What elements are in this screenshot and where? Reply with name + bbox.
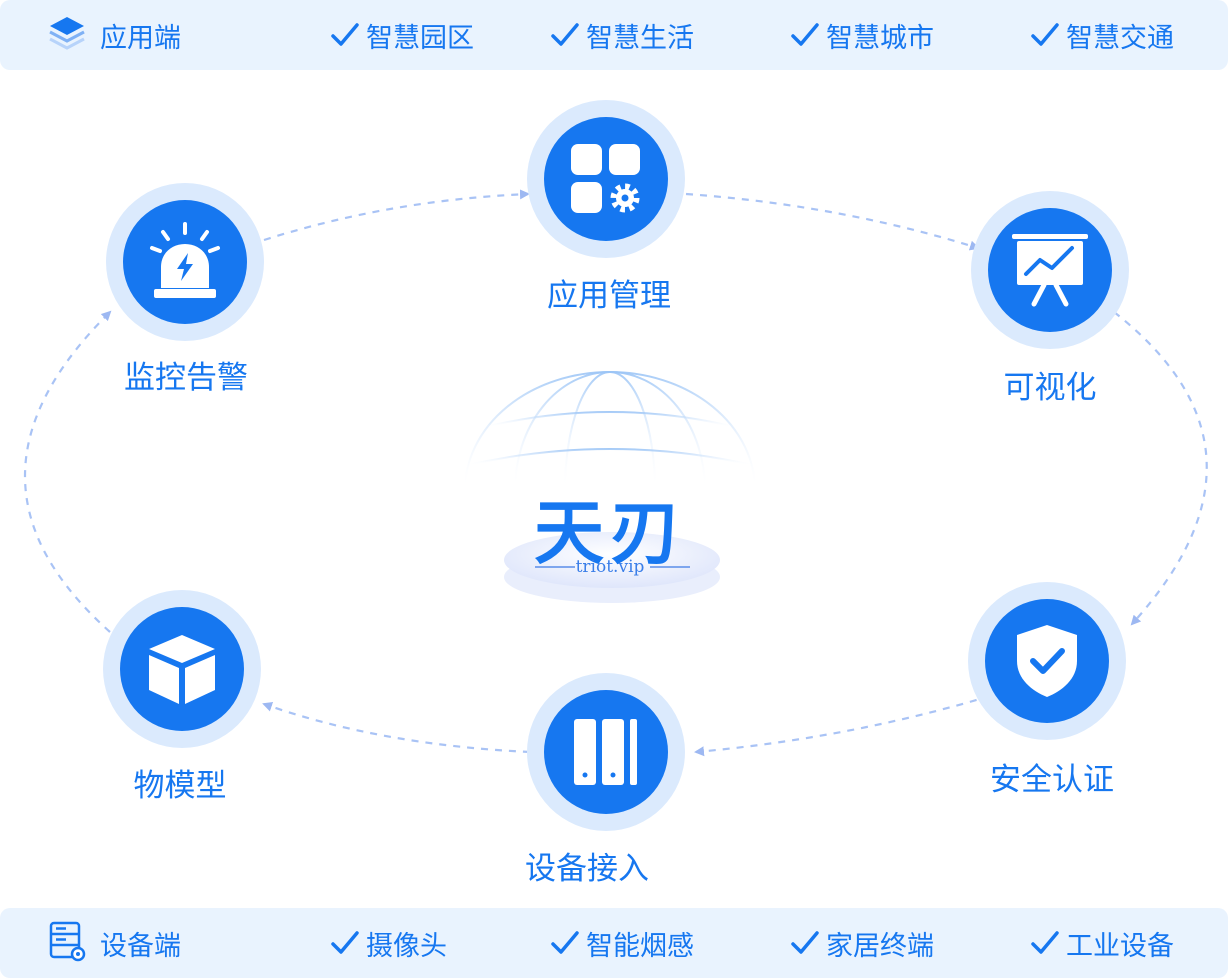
bottom-bar-item-label: 家居终端 <box>826 930 934 962</box>
server-icon <box>48 920 86 966</box>
check-icon <box>791 931 819 954</box>
globe-icon <box>464 371 756 603</box>
logo-text: 天刃 <box>534 491 686 574</box>
node-visualization-label: 可视化 <box>1003 370 1097 406</box>
arrow-visual-to-security <box>1113 311 1208 626</box>
bottom-bar-item-home-terminal: 家居终端 <box>790 908 934 978</box>
arrow-alarm-to-app <box>263 189 530 242</box>
top-bar-item-label: 智慧生活 <box>586 22 694 54</box>
server-rack-icon <box>574 719 637 785</box>
top-bar-item-smart-city: 智慧城市 <box>790 0 934 70</box>
node-visualization <box>971 191 1129 349</box>
top-bar-application: 应用端 智慧园区 智慧生活 智慧城市 智慧交通 <box>0 0 1228 70</box>
top-bar-item-label: 智慧城市 <box>826 22 934 54</box>
bottom-bar-device: 设备端 摄像头 智能烟感 家居终端 工业设备 <box>0 908 1228 978</box>
logo-url: triot.vip <box>575 557 645 577</box>
node-security-auth <box>968 582 1126 740</box>
node-device-access <box>527 673 685 831</box>
top-bar-item-smart-park: 智慧园区 <box>330 0 474 70</box>
check-icon <box>551 931 579 954</box>
top-bar-item-smart-life: 智慧生活 <box>550 0 694 70</box>
check-icon <box>1031 931 1059 954</box>
node-monitor-alarm-label: 监控告警 <box>124 360 248 396</box>
center-logo: 天刃 triot.vip <box>440 365 780 615</box>
shield-check-icon <box>1017 625 1077 697</box>
top-bar-title: 应用端 <box>48 0 181 70</box>
node-app-management <box>527 100 685 258</box>
top-bar-title-text: 应用端 <box>100 22 181 54</box>
bottom-bar-item-industrial-device: 工业设备 <box>1030 908 1174 978</box>
node-monitor-alarm <box>106 183 264 341</box>
arrow-model-to-alarm <box>24 310 112 633</box>
node-security-auth-label: 安全认证 <box>990 762 1114 798</box>
node-app-management-label: 应用管理 <box>547 278 671 314</box>
bottom-bar-title-text: 设备端 <box>100 930 181 962</box>
top-bar-item-label: 智慧园区 <box>366 22 474 54</box>
node-thing-model-label: 物模型 <box>133 768 227 804</box>
node-thing-model <box>103 590 261 748</box>
app-grid-gear-icon <box>571 144 640 213</box>
bottom-bar-title: 设备端 <box>48 908 181 978</box>
node-device-access-label: 设备接入 <box>525 851 649 887</box>
check-icon <box>331 23 359 46</box>
check-icon <box>331 931 359 954</box>
layers-icon <box>48 14 86 56</box>
check-icon <box>1031 23 1059 46</box>
arrow-security-to-device <box>694 694 991 757</box>
top-bar-item-smart-traffic: 智慧交通 <box>1030 0 1174 70</box>
alarm-light-icon <box>150 222 220 298</box>
bottom-bar-item-camera: 摄像头 <box>330 908 447 978</box>
bottom-bar-item-label: 摄像头 <box>366 930 447 962</box>
presentation-chart-icon <box>1012 234 1088 307</box>
arrow-app-to-visual <box>685 192 980 251</box>
top-bar-item-label: 智慧交通 <box>1066 22 1174 54</box>
check-icon <box>791 23 819 46</box>
arrow-device-to-model <box>262 701 531 754</box>
bottom-bar-item-smoke-detector: 智能烟感 <box>550 908 694 978</box>
check-icon <box>551 23 579 46</box>
bottom-bar-item-label: 智能烟感 <box>586 930 694 962</box>
cube-icon <box>149 635 215 704</box>
bottom-bar-item-label: 工业设备 <box>1066 930 1174 962</box>
